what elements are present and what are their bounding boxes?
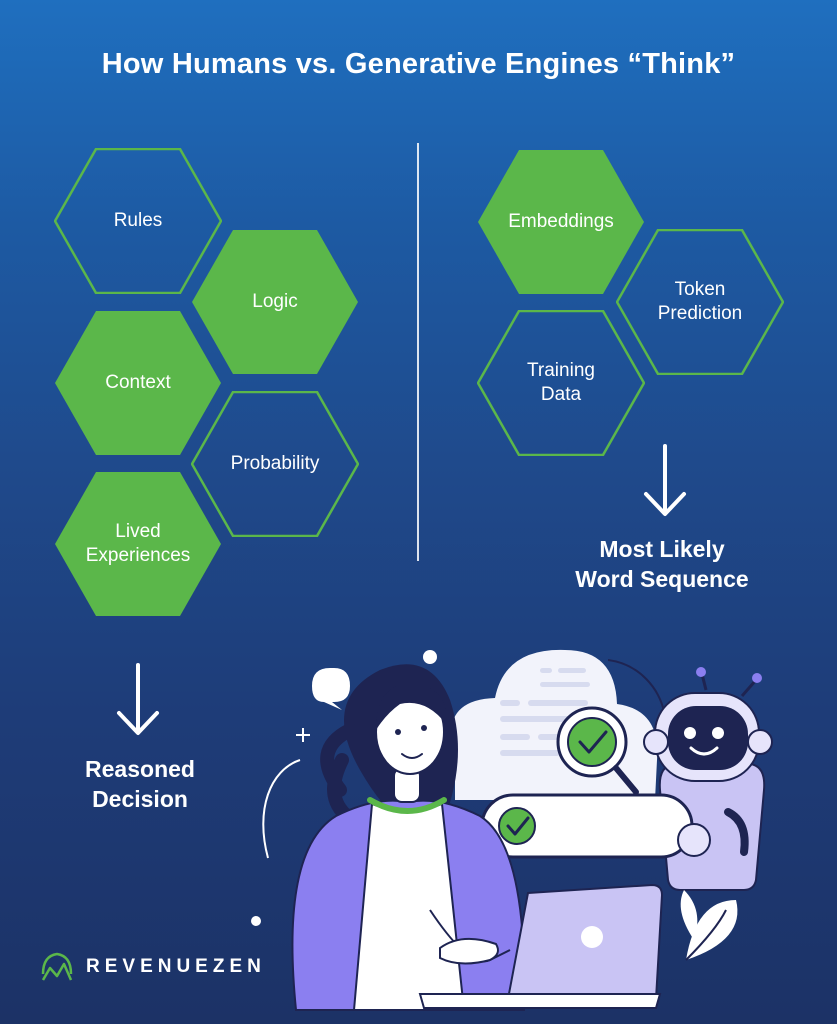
sparkle-icon [296, 728, 310, 742]
decor-arc [262, 759, 301, 859]
hex-label: Probability [230, 453, 320, 474]
hex-label: Context [105, 372, 171, 393]
plant-leaves [680, 890, 738, 961]
brand-name: REVENUEZEN [86, 956, 266, 977]
hex-label: Training Data [527, 360, 595, 405]
robot-icon [643, 667, 773, 891]
person-illustration [291, 664, 526, 1011]
decor-arc [607, 659, 665, 713]
engine-result: Most Likely Word Sequence [575, 536, 749, 592]
hex-label: Token Prediction [657, 279, 743, 324]
search-pill [480, 793, 711, 859]
hex-label: Embeddings [508, 211, 614, 232]
hex-training-data: Training Data [477, 310, 645, 456]
brand-logo-icon [41, 952, 73, 981]
human-result: Reasoned Decision [85, 756, 195, 812]
hex-label: Lived Experiences [85, 521, 191, 566]
brand-logo: REVENUEZEN [40, 950, 266, 984]
hex-embeddings: Embeddings [477, 149, 645, 295]
hex-rules: Rules [54, 148, 222, 294]
down-arrow-icon [644, 444, 686, 516]
speech-bubble-icon [312, 668, 350, 710]
laptop-icon [418, 883, 664, 1009]
decor-dot [423, 650, 437, 664]
down-arrow-icon [117, 663, 159, 735]
hex-logic: Logic [191, 229, 359, 375]
decor-dot [251, 916, 261, 926]
hex-probability: Probability [191, 391, 359, 537]
check-icon [556, 706, 639, 795]
page-title: How Humans vs. Generative Engines “Think… [101, 48, 736, 80]
hex-context: Context [54, 310, 222, 456]
hex-label: Rules [113, 210, 163, 231]
center-divider [417, 143, 419, 561]
hex-label: Logic [252, 291, 298, 312]
hex-lived-experiences: Lived Experiences [54, 471, 222, 617]
hex-token-prediction: Token Prediction [616, 229, 784, 375]
